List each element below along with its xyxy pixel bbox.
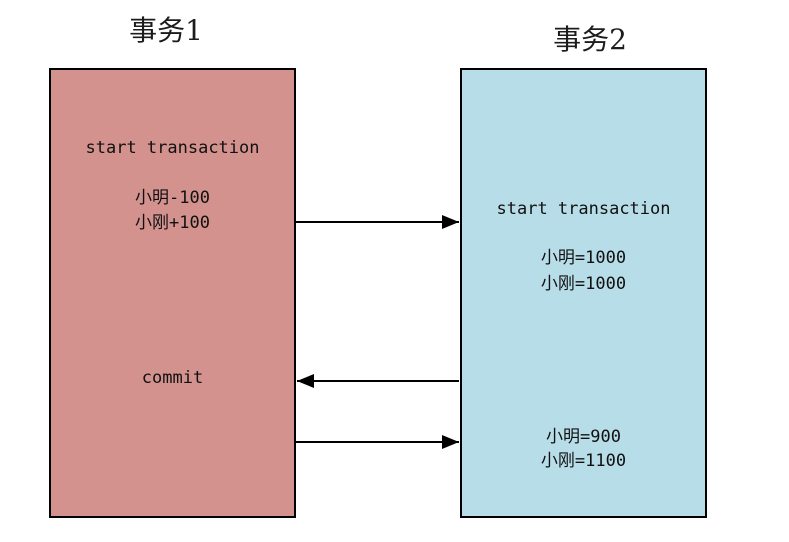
arrow-right-1: [296, 215, 459, 229]
arrowhead-left-icon: [297, 374, 314, 388]
transaction2-box: start transaction 小明=1000 小刚=1000 小明=900…: [460, 68, 707, 518]
transaction1-start-statement: start transaction: [85, 138, 260, 158]
transaction1-credit-statement: 小刚+100: [135, 213, 210, 233]
arrowhead-right-icon: [442, 215, 459, 229]
transaction2-second-read-line2: 小刚=1100: [540, 451, 627, 471]
transaction1-box: start transaction 小明-100 小刚+100 commit: [49, 68, 296, 518]
arrow-left-1: [297, 374, 459, 388]
transaction1-debit-statement: 小明-100: [135, 188, 210, 208]
transaction1-commit-statement: commit: [141, 368, 204, 388]
arrowhead-right-icon: [442, 435, 459, 449]
transaction2-first-read-line2: 小刚=1000: [540, 274, 627, 294]
transaction1-title: 事务1: [129, 14, 203, 47]
transaction2-first-read-line1: 小明=1000: [540, 248, 627, 268]
arrow-right-2: [296, 435, 459, 449]
transaction2-start-statement: start transaction: [496, 199, 671, 219]
transaction2-title: 事务2: [553, 23, 627, 56]
transaction2-second-read-line1: 小明=900: [546, 427, 621, 447]
